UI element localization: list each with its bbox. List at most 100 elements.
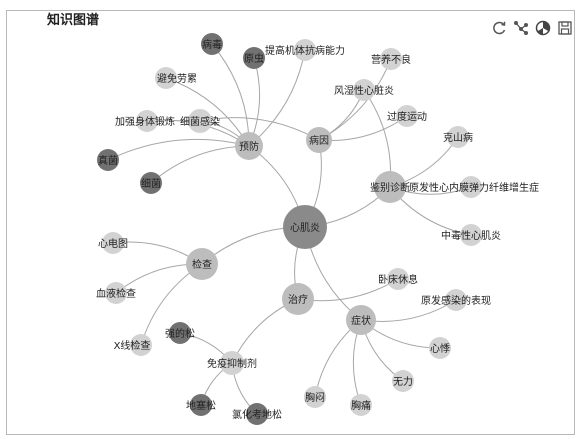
graph-node-circle[interactable] xyxy=(396,105,418,127)
graph-node-circle[interactable] xyxy=(201,33,223,55)
refresh-button[interactable] xyxy=(491,20,507,36)
layout-button[interactable] xyxy=(513,20,529,36)
graph-node-label: 心电图 xyxy=(98,237,128,250)
graph-node-circle[interactable] xyxy=(220,351,244,375)
graph-node-circle[interactable] xyxy=(306,127,332,153)
graph-node-n18[interactable]: 克山病 xyxy=(443,126,473,148)
graph-node-circle[interactable] xyxy=(169,322,191,344)
graph-node-n27[interactable]: 氯化考地松 xyxy=(232,403,282,425)
graph-node-circle[interactable] xyxy=(387,268,409,290)
graph-node-circle[interactable] xyxy=(130,334,152,356)
graph-node-circle[interactable] xyxy=(235,132,263,160)
graph-node-n20[interactable]: 中毒性心肌炎 xyxy=(441,224,501,246)
save-icon xyxy=(558,21,572,35)
graph-edge xyxy=(199,117,320,141)
graph-node-n7[interactable]: 病毒 xyxy=(201,33,223,55)
graph-node-circle[interactable] xyxy=(190,394,212,416)
graph-toolbar xyxy=(491,20,573,36)
graph-node-label: 原发性心内膜弹力纤维增生症 xyxy=(409,181,539,194)
graph-node-label: 症状 xyxy=(351,314,371,327)
graph-node-n28[interactable]: 卧床休息 xyxy=(378,268,418,290)
graph-node-label: 胸闷 xyxy=(305,391,325,404)
graph-node-label: X线检查 xyxy=(114,339,151,352)
graph-node-n5[interactable]: 治疗 xyxy=(282,283,314,315)
graph-node-n6[interactable]: 症状 xyxy=(346,305,376,335)
graph-node-n15[interactable]: 营养不良 xyxy=(371,48,411,70)
graph-node-circle[interactable] xyxy=(97,149,119,171)
graph-node-circle[interactable] xyxy=(445,289,467,311)
graph-node-n12[interactable]: 加强身体锻炼 xyxy=(115,110,175,132)
graph-node-circle[interactable] xyxy=(380,48,402,70)
graph-node-label: 鉴别诊断 xyxy=(370,181,410,194)
graph-node-n32[interactable]: 胸闷 xyxy=(304,386,326,408)
graph-node-n29[interactable]: 原发感染的表现 xyxy=(421,289,491,311)
graph-node-circle[interactable] xyxy=(246,403,268,425)
graph-node-circle[interactable] xyxy=(304,386,326,408)
graph-node-n10[interactable]: 避免劳累 xyxy=(155,67,197,89)
graph-node-circle[interactable] xyxy=(346,305,376,335)
theme-button[interactable] xyxy=(535,20,551,36)
graph-node-circle[interactable] xyxy=(353,79,375,101)
graph-node-circle[interactable] xyxy=(429,337,451,359)
graph-node-label: 细菌 xyxy=(141,177,161,190)
graph-node-n22[interactable]: 血液检查 xyxy=(96,282,136,304)
graph-node-n26[interactable]: 地塞松 xyxy=(186,394,216,416)
graph-node-n13[interactable]: 真菌 xyxy=(97,149,119,171)
graph-node-circle[interactable] xyxy=(283,205,327,249)
graph-node-label: 血液检查 xyxy=(96,287,136,300)
graph-node-circle[interactable] xyxy=(460,224,482,246)
graph-node-label: 营养不良 xyxy=(371,53,411,66)
graph-node-circle[interactable] xyxy=(282,283,314,315)
graph-node-n33[interactable]: 胸痛 xyxy=(350,394,372,416)
graph-node-n25[interactable]: 免疫抑制剂 xyxy=(207,351,257,375)
graph-node-label: 病因 xyxy=(309,134,329,147)
graph-node-label: 心悸 xyxy=(430,342,450,355)
graph-node-n14[interactable]: 细菌 xyxy=(140,172,162,194)
graph-node-circle[interactable] xyxy=(155,67,177,89)
graph-node-circle[interactable] xyxy=(188,109,212,133)
graph-node-n0[interactable]: 心肌炎 xyxy=(283,205,327,249)
graph-node-label: 提高机体抗病能力 xyxy=(265,44,345,57)
graph-node-n1[interactable]: 预防 xyxy=(235,132,263,160)
graph-node-label: 真菌 xyxy=(98,154,118,167)
graph-node-n30[interactable]: 心悸 xyxy=(429,337,451,359)
graph-node-label: 地塞松 xyxy=(186,399,216,412)
graph-node-label: 氯化考地松 xyxy=(232,408,282,421)
graph-node-circle[interactable] xyxy=(294,39,316,61)
graph-node-circle[interactable] xyxy=(350,394,372,416)
graph-node-circle[interactable] xyxy=(102,232,124,254)
refresh-icon xyxy=(493,21,506,35)
graph-node-circle[interactable] xyxy=(140,172,162,194)
graph-node-n3[interactable]: 鉴别诊断 xyxy=(370,171,410,203)
graph-node-n17[interactable]: 过度运动 xyxy=(387,105,427,127)
graph-node-label: 治疗 xyxy=(288,293,308,306)
graph-node-circle[interactable] xyxy=(136,110,158,132)
graph-node-circle[interactable] xyxy=(186,248,218,280)
graph-node-n16[interactable]: 风湿性心脏炎 xyxy=(334,79,394,101)
graph-node-n11[interactable]: 细菌感染 xyxy=(180,109,220,133)
graph-node-circle[interactable] xyxy=(374,171,406,203)
graph-node-n24[interactable]: 强的松 xyxy=(165,322,195,344)
graph-node-label: 细菌感染 xyxy=(180,115,220,128)
graph-node-n31[interactable]: 无力 xyxy=(392,370,414,392)
graph-node-n8[interactable]: 原虫 xyxy=(243,47,265,69)
graph-node-n23[interactable]: X线检查 xyxy=(114,334,152,356)
graph-node-circle[interactable] xyxy=(243,47,265,69)
graph-node-label: 避免劳累 xyxy=(157,72,197,85)
graph-node-circle[interactable] xyxy=(392,370,414,392)
save-button[interactable] xyxy=(557,20,573,36)
graph-node-n2[interactable]: 病因 xyxy=(306,127,332,153)
graph-node-n19[interactable]: 原发性心内膜弹力纤维增生症 xyxy=(409,176,539,198)
graph-edge xyxy=(107,138,250,161)
graph-node-label: 检查 xyxy=(192,258,212,271)
graph-node-circle[interactable] xyxy=(105,282,127,304)
graph-node-n4[interactable]: 检查 xyxy=(186,248,218,280)
graph-node-label: 胸痛 xyxy=(351,399,371,412)
graph-node-circle[interactable] xyxy=(447,126,469,148)
graph-node-label: 原虫 xyxy=(244,53,264,65)
graph-node-n21[interactable]: 心电图 xyxy=(98,232,128,254)
graph-node-label: 原发感染的表现 xyxy=(421,294,491,307)
graph-node-n9[interactable]: 提高机体抗病能力 xyxy=(265,39,345,61)
graph-node-circle[interactable] xyxy=(460,176,482,198)
